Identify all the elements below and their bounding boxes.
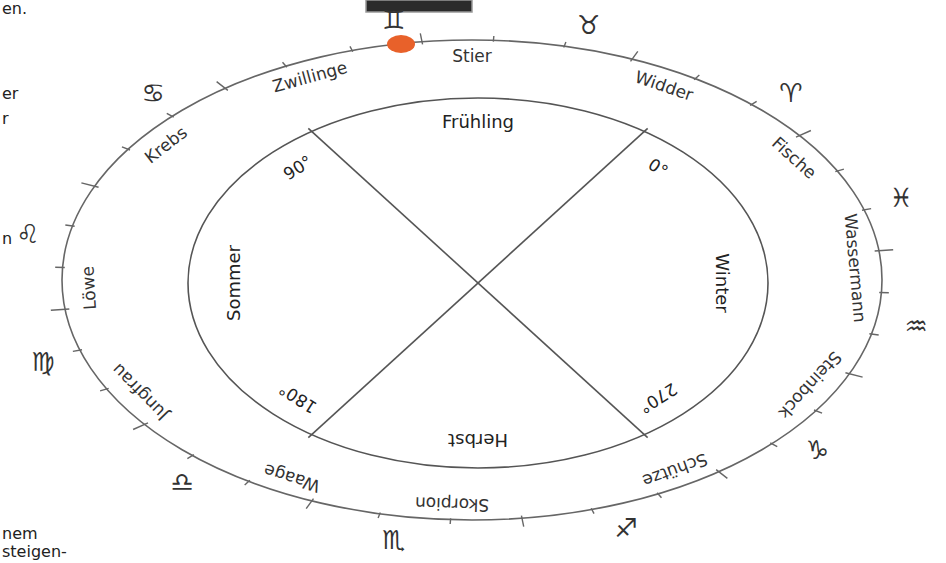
axis-line (308, 128, 647, 437)
tick (378, 513, 380, 518)
degree-label: 270° (636, 379, 681, 417)
season-name: Winter (712, 253, 732, 312)
tick (350, 46, 353, 51)
cropped-text: er (2, 85, 18, 103)
season-name: Herbst (448, 430, 508, 450)
tick (591, 508, 594, 513)
sign-name: Widder (632, 67, 695, 104)
cropped-text: r (2, 110, 9, 128)
tick (81, 183, 98, 187)
tick (283, 62, 287, 67)
zodiac-symbol: ♈ (779, 79, 802, 108)
tick-marks (51, 33, 893, 526)
tick (521, 516, 523, 527)
season-name: Frühling (442, 112, 514, 132)
sign-name: Waage (262, 461, 323, 496)
tick (750, 101, 757, 105)
tick (879, 292, 889, 294)
tick (245, 480, 250, 485)
sign-name: Fische (768, 133, 820, 182)
tick (217, 82, 228, 91)
tick (564, 42, 566, 47)
tick (306, 499, 313, 509)
degree-label: 180° (275, 379, 320, 417)
tick (73, 350, 82, 352)
photo-fragment (366, 0, 472, 12)
tick (657, 493, 661, 498)
sign-name: Jungfrau (108, 360, 172, 424)
sun-marker (387, 35, 415, 53)
tick (187, 455, 194, 459)
sign-name: Stier (452, 46, 492, 65)
inner-ellipse (188, 98, 768, 468)
sign-name: Steinbock (775, 348, 845, 423)
sign-name: Löwe (78, 265, 99, 310)
sign-name: Krebs (141, 123, 190, 167)
zodiac-symbol: ♌ (16, 220, 39, 249)
outer-ellipse (62, 40, 882, 520)
cropped-text: steigen- (2, 543, 67, 561)
zodiac-symbol: ♏ (382, 526, 405, 555)
tick (835, 169, 844, 172)
axis-lines (308, 128, 647, 437)
zodiac-symbol: ♋ (141, 79, 164, 108)
zodiac-symbol: ♍ (31, 347, 54, 376)
sign-name: Skorpion (415, 494, 490, 515)
sign-name: Schütze (640, 450, 710, 491)
tick (875, 250, 894, 251)
degree-label: 90° (280, 152, 315, 184)
tick (449, 518, 451, 524)
cropped-text: nem (2, 525, 38, 543)
zodiac-symbol: ♒ (904, 312, 927, 341)
zodiac-symbol: ♐ (615, 514, 638, 543)
zodiac-symbol: ♑ (806, 435, 829, 464)
tick (862, 209, 871, 211)
tick (133, 423, 148, 430)
zodiac-symbol: ♊ (382, 6, 405, 35)
zodiac-symbol: ♎ (170, 468, 193, 497)
tick (65, 225, 74, 226)
tick (796, 131, 811, 138)
axis-line (308, 128, 647, 437)
tick (770, 443, 777, 447)
cropped-text: en. (2, 0, 27, 18)
tick (493, 36, 495, 42)
tick (167, 113, 174, 117)
tick (122, 147, 130, 150)
cropped-text: n (2, 230, 12, 248)
tick (716, 470, 727, 479)
degree-label: 0° (645, 155, 671, 181)
tick (845, 373, 862, 377)
zodiac-symbol: ♓ (889, 184, 912, 213)
tick (100, 388, 109, 391)
tick (51, 309, 70, 310)
tick (631, 51, 638, 61)
season-name: Sommer (224, 245, 244, 321)
tick (869, 334, 878, 335)
tick (55, 267, 65, 269)
tick (420, 33, 422, 44)
zodiac-symbol: ♉ (577, 11, 600, 40)
tick (694, 75, 699, 80)
tick (814, 410, 822, 413)
sign-name: Wassermann (841, 213, 869, 324)
